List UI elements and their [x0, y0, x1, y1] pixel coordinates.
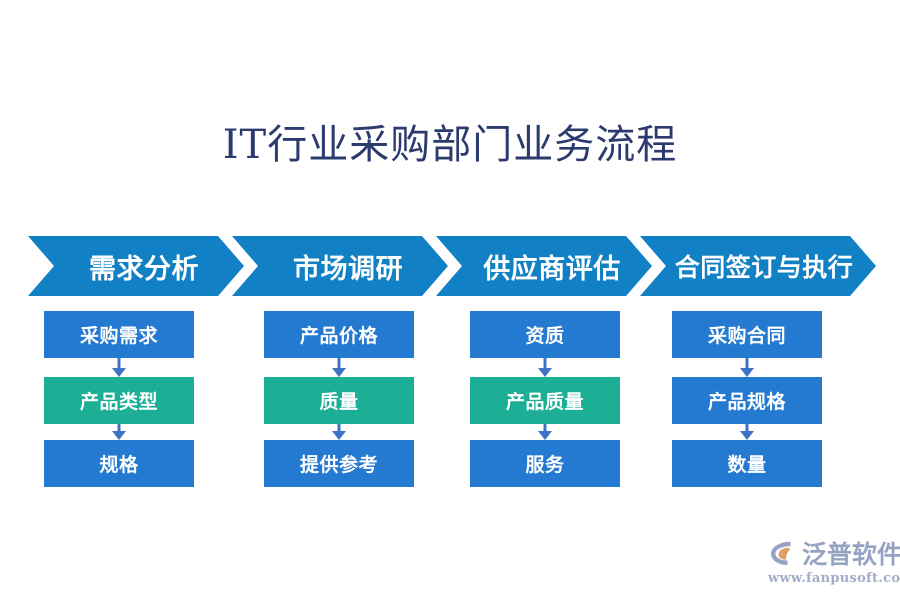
arrow-down-icon — [740, 358, 754, 377]
stage-node-column-3: 资质 产品质量 服务 — [470, 311, 620, 487]
node-box[interactable]: 提供参考 — [264, 440, 414, 487]
arrow-down-icon — [538, 358, 552, 377]
stage-chevron-2[interactable]: 市场调研 — [232, 236, 448, 296]
stage-chevron-4[interactable]: 合同签订与执行 — [640, 236, 876, 296]
arrow-down-icon — [112, 424, 126, 440]
stage-chevron-label: 供应商评估 — [483, 253, 621, 285]
arrow-down-icon — [332, 358, 346, 377]
arrow-connector — [264, 358, 414, 377]
arrow-down-icon — [112, 358, 126, 377]
node-box[interactable]: 产品规格 — [672, 377, 822, 424]
node-box[interactable]: 采购合同 — [672, 311, 822, 358]
arrow-connector — [470, 358, 620, 377]
node-box[interactable]: 产品类型 — [44, 377, 194, 424]
arrow-down-icon — [332, 424, 346, 440]
arrow-connector — [44, 424, 194, 440]
arrow-connector — [44, 358, 194, 377]
arrow-connector — [672, 358, 822, 377]
fanpu-swoosh-logo-icon — [771, 541, 791, 565]
node-box[interactable]: 产品质量 — [470, 377, 620, 424]
node-box[interactable]: 服务 — [470, 440, 620, 487]
page-title: IT行业采购部门业务流程 — [222, 122, 678, 168]
watermark-url-text: www.fanpusoft.com — [768, 571, 900, 586]
arrow-connector — [672, 424, 822, 440]
node-box[interactable]: 产品价格 — [264, 311, 414, 358]
node-box[interactable]: 采购需求 — [44, 311, 194, 358]
stage-node-column-2: 产品价格 质量 提供参考 — [264, 311, 414, 487]
stage-chevron-label: 合同签订与执行 — [674, 253, 854, 282]
process-stage-band: 需求分析 市场调研 供应商评估 合同签订与执行 — [0, 236, 900, 296]
stage-node-column-1: 采购需求 产品类型 规格 — [44, 311, 194, 487]
watermark-logo: 泛普软件 www.fanpusoft.com — [768, 536, 900, 592]
arrow-down-icon — [740, 424, 754, 440]
stage-chevron-label: 市场调研 — [293, 253, 403, 285]
stage-chevron-3[interactable]: 供应商评估 — [436, 236, 652, 296]
stage-node-column-4: 采购合同 产品规格 数量 — [672, 311, 822, 487]
node-box[interactable]: 资质 — [470, 311, 620, 358]
stage-chevron-label: 需求分析 — [89, 253, 199, 285]
node-box[interactable]: 规格 — [44, 440, 194, 487]
node-box[interactable]: 质量 — [264, 377, 414, 424]
node-box[interactable]: 数量 — [672, 440, 822, 487]
watermark-brand-text: 泛普软件 — [802, 540, 900, 569]
watermark-brand-row: 泛普软件 — [768, 536, 900, 570]
arrow-connector — [264, 424, 414, 440]
stage-chevron-1[interactable]: 需求分析 — [28, 236, 244, 296]
arrow-down-icon — [538, 424, 552, 440]
arrow-connector — [470, 424, 620, 440]
